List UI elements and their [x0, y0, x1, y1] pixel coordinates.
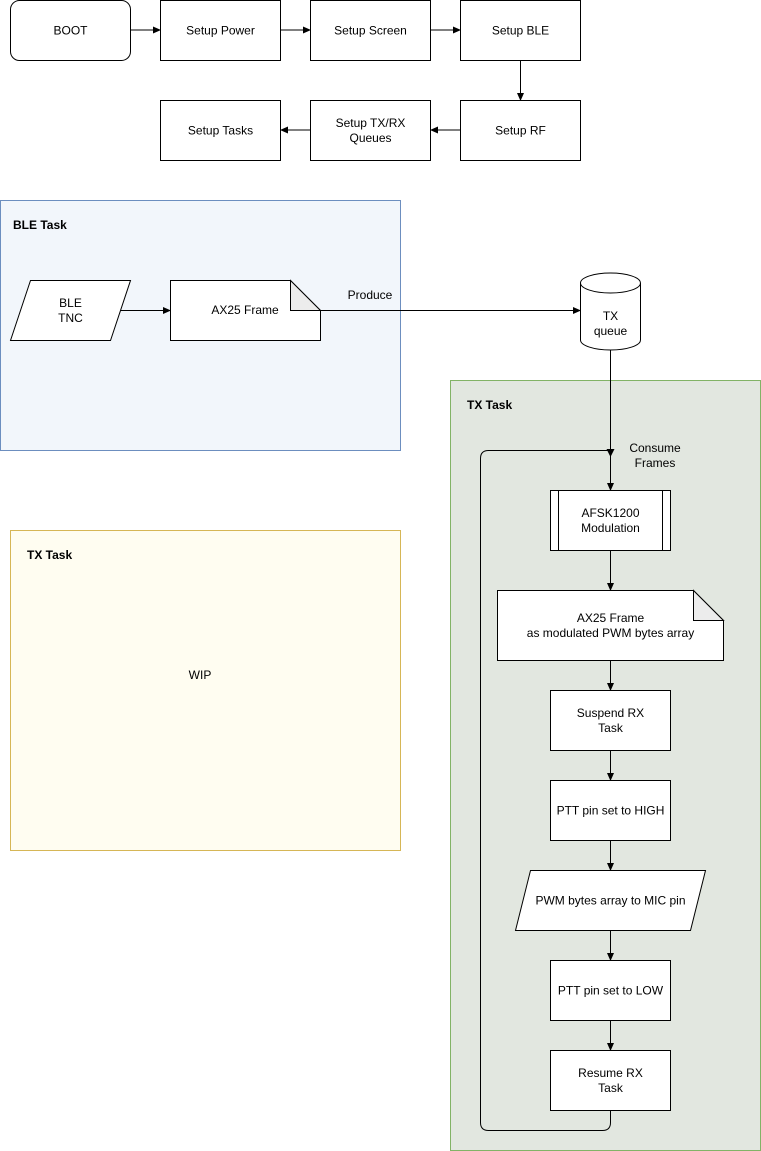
node-ptt-high-label: PTT pin set to HIGH	[557, 804, 665, 818]
node-setup-rf-label: Setup RF	[495, 124, 546, 138]
node-tx-queue-cylinder[interactable]: TX queue	[580, 272, 641, 351]
node-ax25-frame-label: AX25 Frame	[211, 303, 279, 317]
node-pwm-to-mic[interactable]: PWM bytes array to MIC pin	[514, 870, 707, 931]
node-ax25-pwm-label-line2: as modulated PWM bytes array	[527, 626, 694, 640]
node-setup-txrx-label-line2: Queues	[349, 131, 391, 145]
node-ptt-low[interactable]: PTT pin set to LOW	[550, 960, 671, 1021]
node-tx-queue-label-line2: queue	[594, 324, 628, 338]
node-setup-tasks[interactable]: Setup Tasks	[160, 100, 281, 161]
node-setup-rf[interactable]: Setup RF	[460, 100, 581, 161]
produce-label: Produce	[348, 288, 393, 302]
node-afsk-label-line2: Modulation	[581, 521, 640, 535]
node-afsk1200-modulation[interactable]: AFSK1200 Modulation	[550, 490, 671, 551]
node-ax25-pwm-frame-document[interactable]: AX25 Frame as modulated PWM bytes array	[497, 589, 725, 661]
tx-task-group-left: TX Task WIP	[10, 530, 401, 851]
node-suspend-rx-task[interactable]: Suspend RX Task	[550, 690, 671, 751]
node-suspend-rx-label-line2: Task	[598, 721, 624, 735]
document-fold-icon	[290, 279, 322, 311]
boot-sequence-edges	[130, 26, 524, 134]
node-resume-rx-label-line2: Task	[598, 1081, 624, 1095]
consume-label-line2: Frames	[635, 456, 676, 470]
node-setup-txrx-queues[interactable]: Setup TX/RX Queues	[310, 100, 431, 161]
wip-label: WIP	[189, 668, 212, 682]
node-setup-ble[interactable]: Setup BLE	[460, 0, 581, 61]
node-boot[interactable]: BOOT	[10, 0, 131, 61]
node-suspend-rx-label-line1: Suspend RX	[577, 706, 644, 720]
node-setup-power[interactable]: Setup Power	[160, 0, 281, 61]
tx-task-title-right: TX Task	[467, 398, 512, 412]
node-setup-txrx-label-line1: Setup TX/RX	[336, 116, 406, 130]
tx-task-edges: Consume Frames	[480, 350, 681, 1131]
node-setup-screen[interactable]: Setup Screen	[310, 0, 431, 61]
node-tx-queue-label-line1: TX	[603, 309, 618, 323]
node-afsk-label-line1: AFSK1200	[581, 506, 639, 520]
node-ble-tnc[interactable]: BLE TNC	[9, 280, 132, 341]
ble-task-title: BLE Task	[13, 218, 67, 232]
node-ax25-frame-document[interactable]: AX25 Frame	[170, 279, 322, 341]
node-setup-screen-label: Setup Screen	[334, 24, 407, 38]
node-resume-rx-label-line1: Resume RX	[578, 1066, 643, 1080]
edge-resume-loop-back	[480, 450, 611, 1131]
document-fold-icon	[693, 589, 725, 621]
node-ble-tnc-label-line1: BLE	[59, 296, 82, 310]
node-setup-tasks-label: Setup Tasks	[188, 124, 253, 138]
node-pwm-to-mic-label: PWM bytes array to MIC pin	[535, 894, 685, 908]
node-setup-power-label: Setup Power	[186, 24, 255, 38]
tx-task-title-left: TX Task	[27, 548, 72, 562]
node-boot-label: BOOT	[53, 24, 88, 38]
consume-label-line1: Consume	[629, 441, 681, 455]
node-setup-ble-label: Setup BLE	[492, 24, 549, 38]
node-resume-rx-task[interactable]: Resume RX Task	[550, 1050, 671, 1111]
ble-task-edges: Produce	[120, 288, 581, 314]
node-ble-tnc-label-line2: TNC	[58, 311, 83, 325]
node-ptt-low-label: PTT pin set to LOW	[558, 984, 664, 998]
node-ax25-pwm-label-line1: AX25 Frame	[577, 611, 645, 625]
loop-merge-arrow	[606, 449, 615, 457]
node-ptt-high[interactable]: PTT pin set to HIGH	[550, 780, 671, 841]
